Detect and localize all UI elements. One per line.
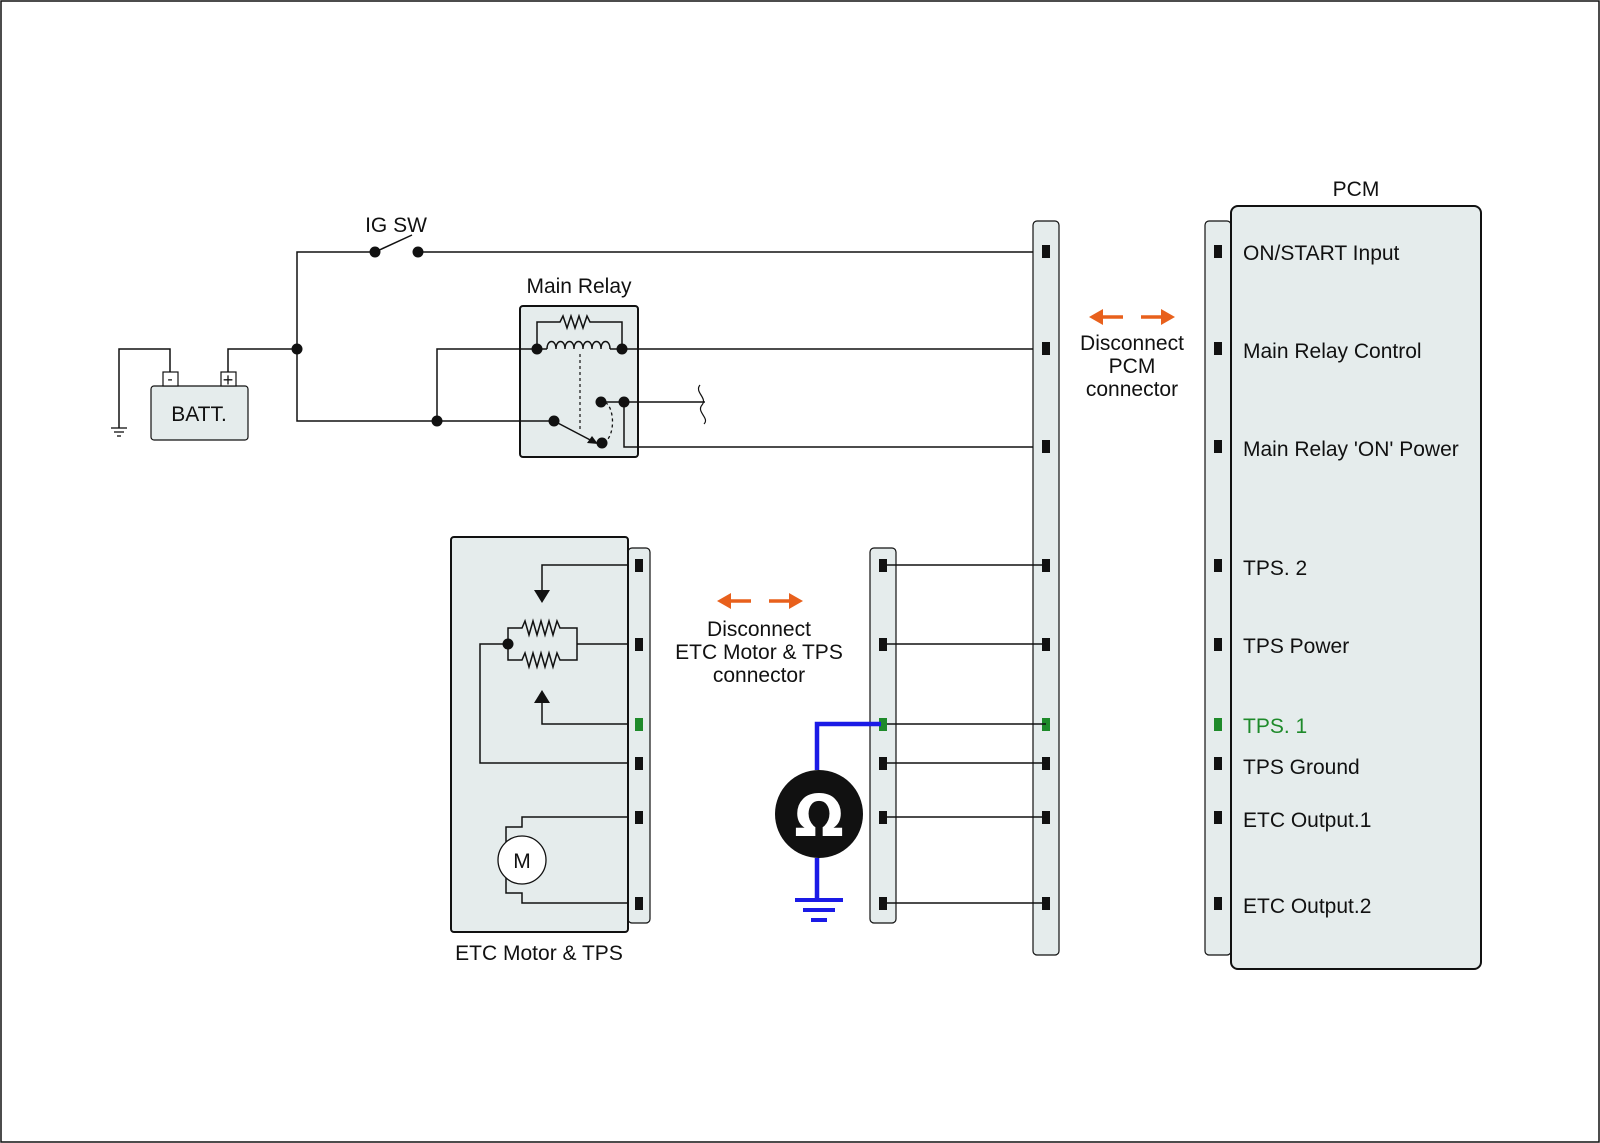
ohmmeter-probe-wire xyxy=(814,721,881,770)
pcm-connector xyxy=(1204,220,1232,956)
pcm-pin-label: TPS. 2 xyxy=(1243,557,1307,580)
pcm-pin-label: ETC Output.2 xyxy=(1243,895,1371,918)
pcm-pin-label: Main Relay Control xyxy=(1243,340,1422,363)
tps-potentiometer xyxy=(479,564,628,764)
wiper-arrow-icon xyxy=(534,590,550,603)
connector-pin xyxy=(635,757,643,770)
battery-ground-wire xyxy=(118,348,171,428)
etc-disconnect-note-line: Disconnect xyxy=(707,618,811,641)
relay-coil-feed-wire xyxy=(436,348,537,421)
connector-pin xyxy=(1042,440,1050,453)
pcm-pin-list: ON/START Input Main Relay Control Main R… xyxy=(1243,242,1459,918)
connector-pin xyxy=(879,811,887,824)
pcm-box xyxy=(1230,205,1482,970)
connector-pin xyxy=(1042,342,1050,355)
ig-sw-blade xyxy=(374,234,413,253)
ig-sw-label: IG SW xyxy=(365,214,427,237)
battery: - + BATT. xyxy=(150,370,249,441)
connector-pin xyxy=(1214,638,1222,651)
connector-pin xyxy=(1214,245,1222,258)
ground-icon xyxy=(795,898,843,922)
pcm-pin-label: ETC Output.1 xyxy=(1243,809,1371,832)
battery-positive-wire xyxy=(227,348,297,372)
etc-harness-connector xyxy=(869,547,897,924)
wire-break-icon xyxy=(698,384,706,425)
ohmmeter-icon xyxy=(775,770,863,858)
pcm-pin-label: Main Relay 'ON' Power xyxy=(1243,438,1459,461)
connector-pin xyxy=(879,897,887,910)
connector-pin xyxy=(635,559,643,572)
connector-pin xyxy=(879,757,887,770)
pcm-pin-label: TPS Ground xyxy=(1243,756,1360,779)
connector-pin xyxy=(1214,342,1222,355)
connector-pin xyxy=(1214,897,1222,910)
motor-icon xyxy=(497,835,547,885)
pcm-pin-label-highlighted: TPS. 1 xyxy=(1243,715,1307,738)
wiper-arrow-icon xyxy=(534,690,550,703)
pcm-pin-label: ON/START Input xyxy=(1243,242,1400,265)
connector-pin xyxy=(635,638,643,651)
connector-pin xyxy=(879,559,887,572)
main-relay-on-power-wire xyxy=(623,402,1045,448)
chassis-ground-icon xyxy=(111,427,127,437)
connector-pin-highlighted xyxy=(635,718,643,731)
battery-minus-label: - xyxy=(167,371,172,388)
connector-pin xyxy=(1214,757,1222,770)
connector-pin xyxy=(1042,245,1050,258)
motor-label: M xyxy=(513,850,531,873)
connector-pin-highlighted xyxy=(1214,718,1222,731)
relay-coil xyxy=(546,340,611,350)
connector-pin-highlighted xyxy=(879,718,887,731)
relay-coil-resistor xyxy=(536,313,623,349)
connector-pin xyxy=(1214,559,1222,572)
etc-harness-connector-pins xyxy=(879,559,887,910)
etc-disconnect-note-line: connector xyxy=(713,664,805,687)
relay-switch-dot xyxy=(596,437,608,449)
relay-switch-blade xyxy=(553,420,597,444)
battery-label: BATT. xyxy=(171,403,227,426)
harness-connector xyxy=(1032,220,1060,956)
connector-pin xyxy=(635,811,643,824)
pcm-label: PCM xyxy=(1333,178,1380,201)
ohmmeter-symbol: Ω xyxy=(794,782,843,850)
pcm-disconnect-note-line: connector xyxy=(1086,378,1178,401)
connector-pin xyxy=(879,638,887,651)
etc-disconnect-arrows-icon xyxy=(717,593,803,609)
connector-pin xyxy=(635,897,643,910)
pcm-disconnect-arrows-icon xyxy=(1089,309,1175,325)
etc-motor-tps xyxy=(450,536,629,933)
main-relay-label: Main Relay xyxy=(526,275,632,298)
battery-plus-label: + xyxy=(223,370,234,390)
etc-harness-wires xyxy=(883,564,1046,904)
pcm-disconnect-note-line: Disconnect xyxy=(1080,332,1184,355)
etc-motor: M xyxy=(497,816,628,904)
pcm-pin-label: TPS Power xyxy=(1243,635,1349,658)
pcm-connector-pins xyxy=(1214,245,1222,910)
etc-component-connector xyxy=(627,547,651,924)
relay-switch-feed-wire xyxy=(296,349,437,422)
connector-pin xyxy=(1214,440,1222,453)
ig-sw-feed-wire xyxy=(296,251,375,349)
pcm-disconnect-note-line: PCM xyxy=(1109,355,1156,378)
etc-disconnect-note-line: ETC Motor & TPS xyxy=(675,641,843,664)
etc-component-connector-pins xyxy=(635,559,643,910)
etc-motor-tps-label: ETC Motor & TPS xyxy=(455,942,623,965)
connector-pin xyxy=(1214,811,1222,824)
relay-terminal-dot xyxy=(531,343,543,355)
